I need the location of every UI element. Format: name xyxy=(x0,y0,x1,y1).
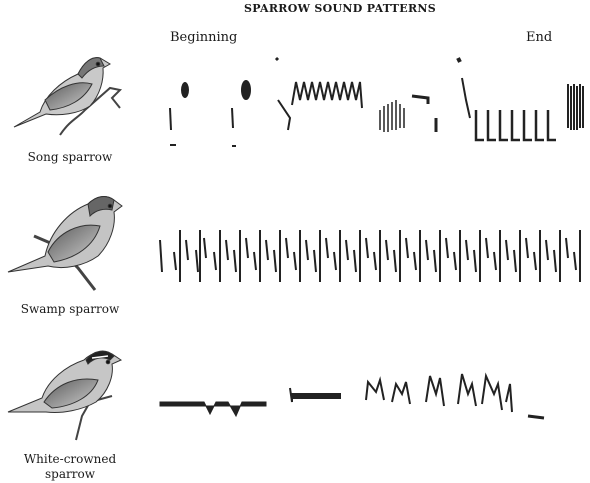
song-note-4 xyxy=(278,100,290,130)
wc-trill-4 xyxy=(458,374,476,406)
song-buzz xyxy=(380,100,404,132)
swamp-repeated-syllables xyxy=(160,230,580,282)
song-note-5 xyxy=(412,96,428,104)
wc-trill-1 xyxy=(366,380,384,400)
white-crowned-sparrow-illustration xyxy=(8,351,121,440)
wc-whistle-1 xyxy=(160,402,266,416)
song-note-3 xyxy=(241,80,251,100)
song-note-2 xyxy=(170,108,171,130)
song-note-6 xyxy=(458,58,460,62)
swamp-sparrow-illustration xyxy=(8,197,122,290)
song-buzz-end xyxy=(568,84,583,130)
wc-whistle-2 xyxy=(290,388,340,402)
song-trill-1 xyxy=(292,82,362,108)
wc-trill-2 xyxy=(392,382,410,404)
song-sparrow-illustration xyxy=(14,58,120,135)
swamp-sparrow-sonogram xyxy=(160,230,580,282)
song-note-1 xyxy=(181,82,189,98)
wc-trill-3 xyxy=(426,376,444,406)
song-sparrow-sonogram xyxy=(170,58,583,146)
song-trill-2 xyxy=(476,110,556,140)
wc-end-note xyxy=(528,416,544,418)
wc-trill-5 xyxy=(482,376,502,410)
wc-trill-6 xyxy=(506,384,512,412)
white-crowned-sparrow-sonogram xyxy=(160,374,544,418)
